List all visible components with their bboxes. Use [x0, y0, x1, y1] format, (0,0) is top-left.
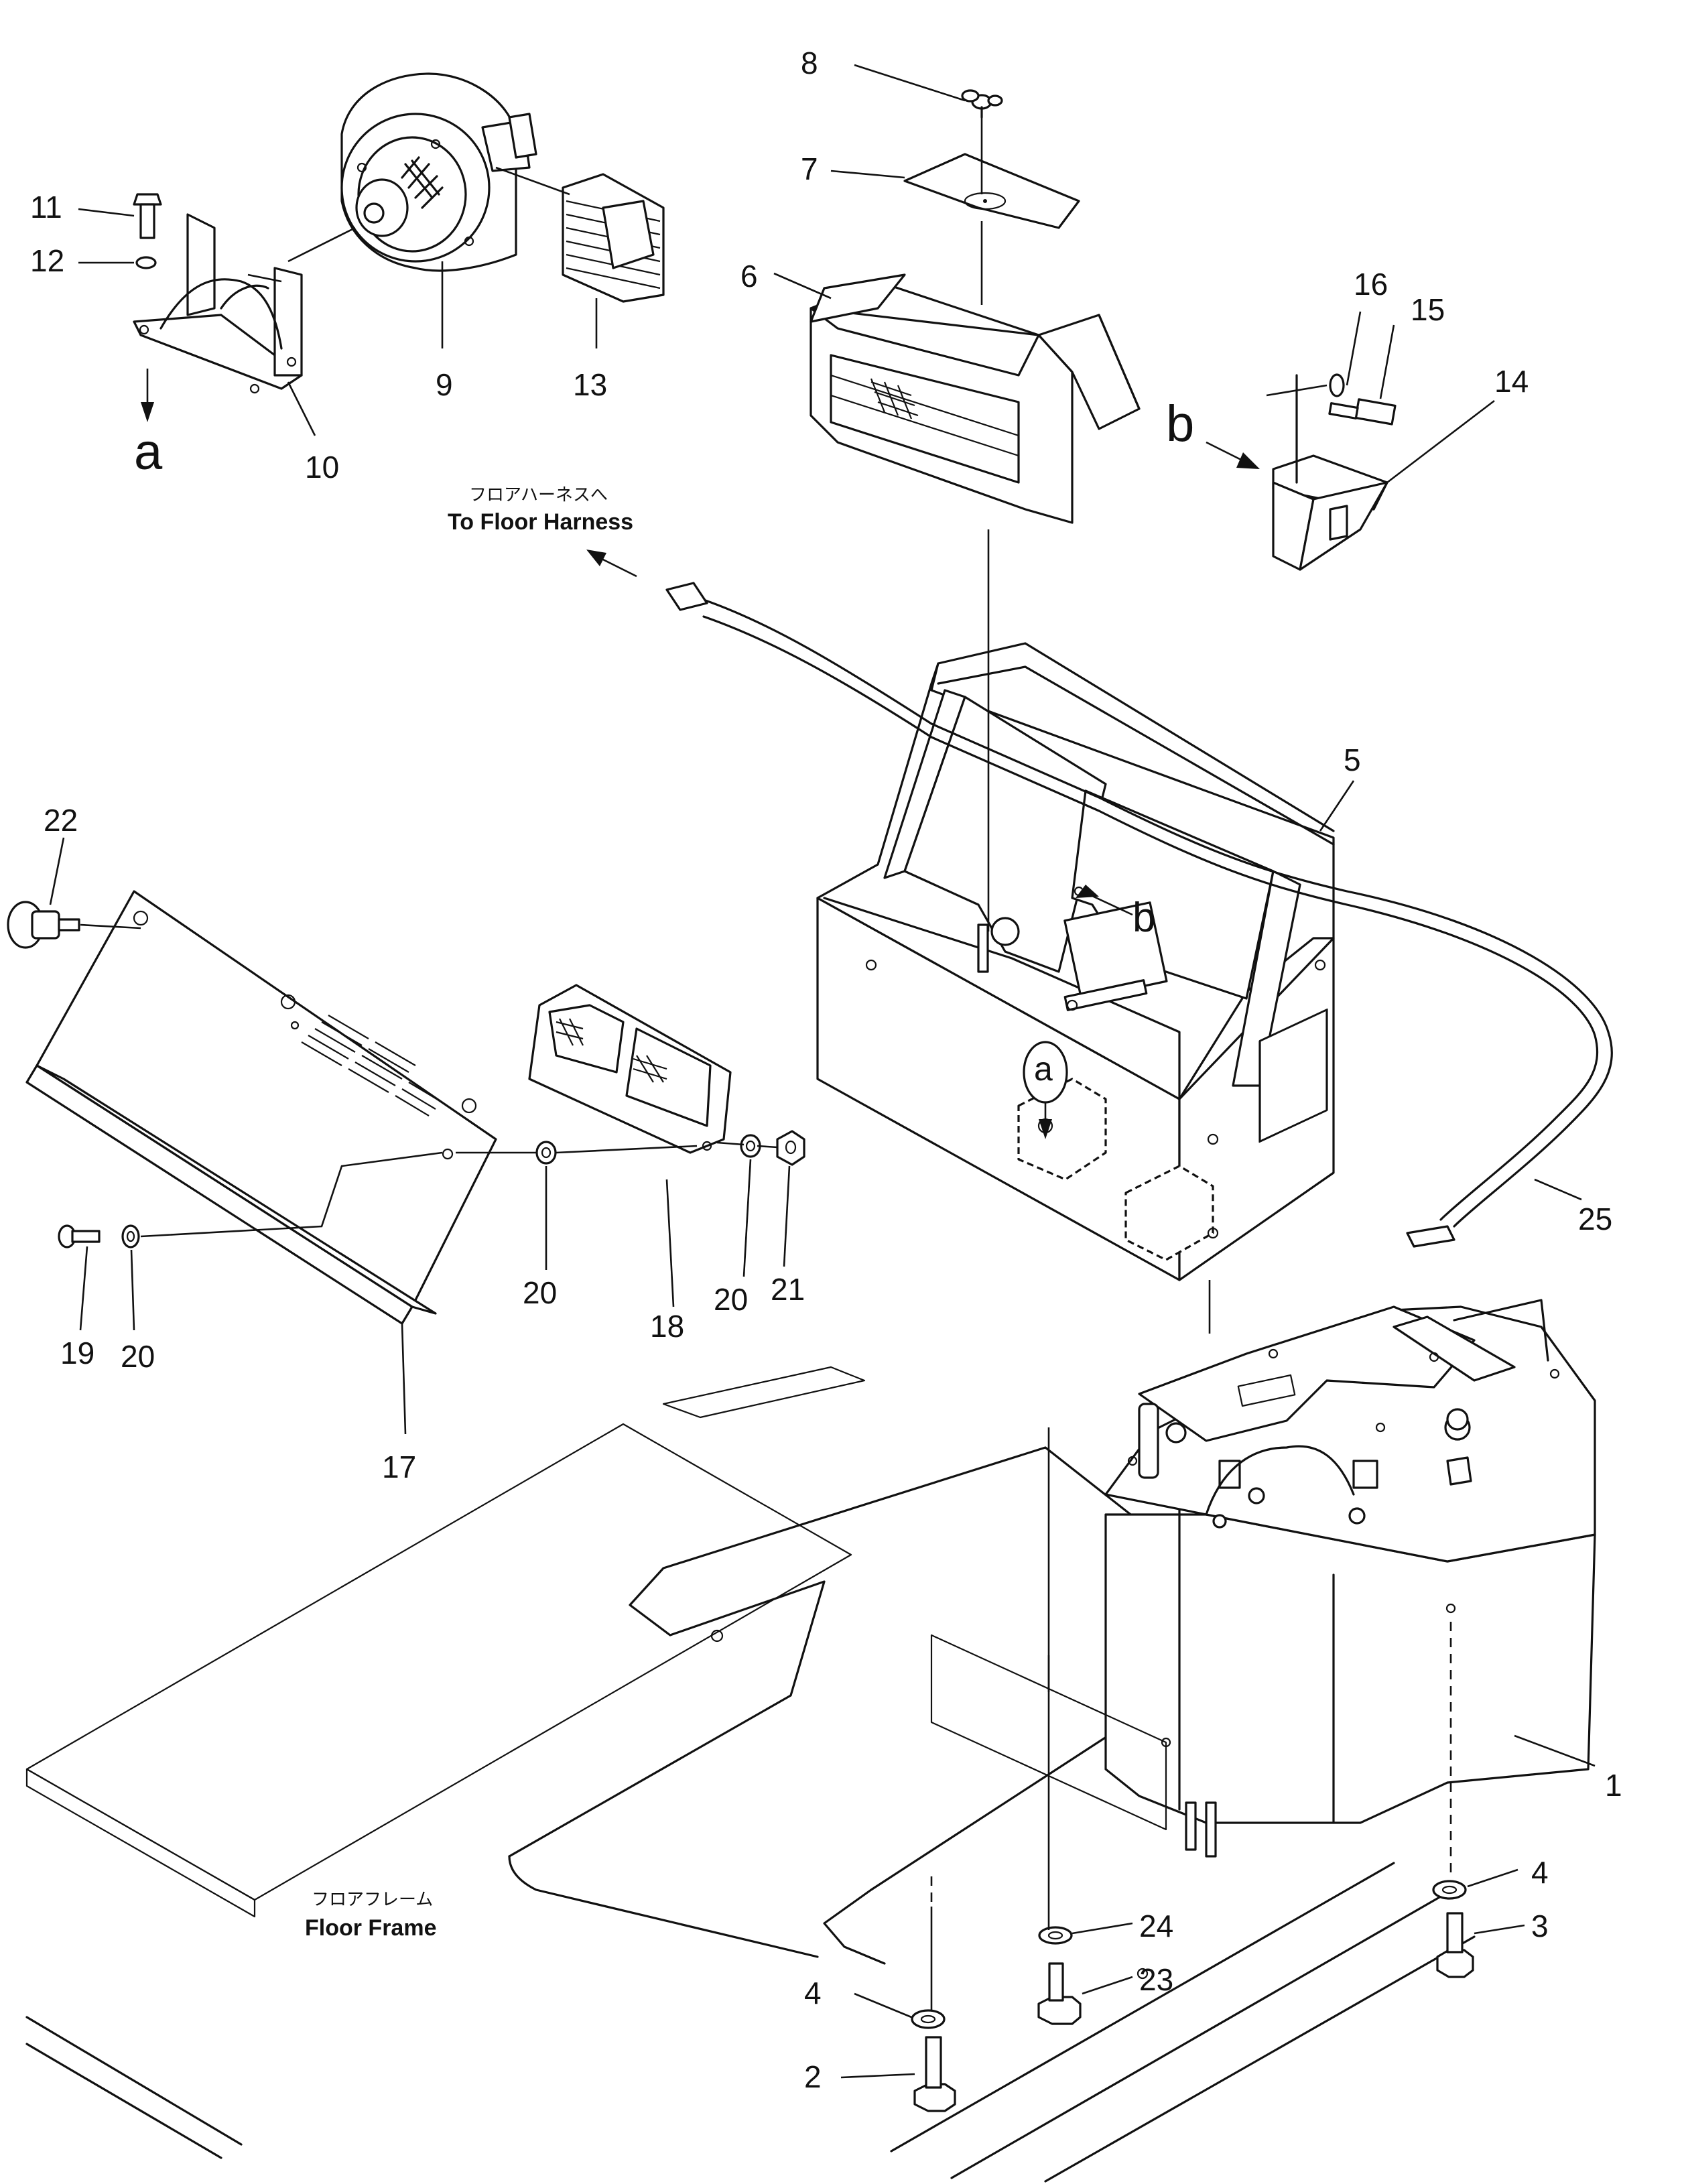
part-20-washer-a	[121, 1224, 140, 1248]
harness-caption-jp: フロアハーネスへ	[469, 485, 608, 505]
assembly-lines	[80, 117, 1452, 2010]
part-1-controller	[1104, 1299, 1596, 1858]
part-2-bolt	[913, 2036, 956, 2112]
view-b-box-label: b	[1132, 895, 1155, 941]
label-17: 17	[382, 1450, 416, 1484]
label-20b: 20	[714, 1282, 748, 1317]
label-18: 18	[650, 1309, 684, 1344]
label-8: 8	[801, 46, 818, 80]
part-12-washer	[135, 256, 157, 269]
part-6-grille-cover	[809, 273, 1141, 524]
panel-vent-slots	[301, 1015, 443, 1116]
view-a-label: a	[134, 424, 163, 480]
part-20-washer-c	[740, 1134, 761, 1158]
floor-frame-plates	[25, 1366, 1476, 2183]
label-9: 9	[436, 367, 453, 402]
part-14-bracket	[1272, 374, 1388, 571]
label-3: 3	[1531, 1909, 1549, 1943]
label-leaders	[49, 64, 1596, 2079]
part-17-panel	[25, 890, 497, 1325]
label-13: 13	[573, 367, 607, 402]
part-19-screw	[58, 1224, 101, 1248]
label-20c: 20	[121, 1339, 155, 1374]
label-16: 16	[1354, 267, 1388, 302]
label-4b: 4	[1531, 1855, 1549, 1890]
part-13-boot	[562, 173, 665, 303]
part-15-bolt	[1328, 398, 1397, 426]
label-5: 5	[1344, 743, 1361, 777]
label-20a: 20	[523, 1275, 557, 1310]
label-25: 25	[1578, 1202, 1612, 1236]
label-22: 22	[44, 803, 78, 838]
part-5-box	[816, 642, 1335, 1281]
label-10: 10	[305, 450, 339, 485]
label-1: 1	[1605, 1768, 1622, 1803]
part-3-bolt	[1436, 1912, 1474, 1978]
part-10-bracket	[133, 213, 303, 394]
label-19: 19	[60, 1336, 94, 1370]
captions: フロアハーネスへ To Floor Harness フロアフレーム Floor …	[305, 485, 633, 1941]
frame-caption-en: Floor Frame	[305, 1915, 436, 1941]
label-15: 15	[1411, 292, 1445, 327]
part-4-washer-a	[911, 2009, 946, 2029]
label-2: 2	[804, 2059, 822, 2094]
label-24: 24	[1139, 1909, 1173, 1943]
view-letters: a b b a	[134, 395, 1194, 1088]
view-a-callout	[1023, 1041, 1068, 1104]
label-12: 12	[30, 243, 64, 278]
label-11: 11	[30, 190, 62, 224]
label-6: 6	[740, 259, 758, 294]
harness-cables	[665, 582, 1613, 1248]
label-21: 21	[771, 1272, 805, 1307]
part-18-window-panel	[528, 984, 732, 1154]
label-14: 14	[1494, 364, 1529, 399]
harness-caption-en: To Floor Harness	[448, 509, 633, 535]
view-b-label: b	[1166, 395, 1194, 452]
label-7: 7	[801, 151, 818, 186]
label-4a: 4	[804, 1976, 822, 2010]
label-23: 23	[1139, 1962, 1173, 1997]
part-22-knob	[7, 901, 80, 949]
part-4-washer-b	[1432, 1880, 1467, 1900]
part-7-cap	[903, 153, 1080, 229]
part-20-washer-b	[535, 1141, 557, 1165]
part-16-washer	[1329, 373, 1345, 397]
view-a-box-label: a	[1034, 1050, 1053, 1088]
part-9-blower	[340, 72, 537, 272]
frame-caption-jp: フロアフレーム	[312, 1890, 433, 1910]
part-number-labels: 8 7 6 11 12 9 13 10 16 15 14 5 22 25 20 …	[30, 46, 1622, 2094]
part-23-bolt	[1037, 1962, 1082, 2025]
part-8-wing-nut	[961, 89, 1003, 119]
part-24-washer	[1038, 1926, 1073, 1945]
part-11-bolt	[133, 193, 162, 239]
part-21-nut	[776, 1130, 805, 1166]
